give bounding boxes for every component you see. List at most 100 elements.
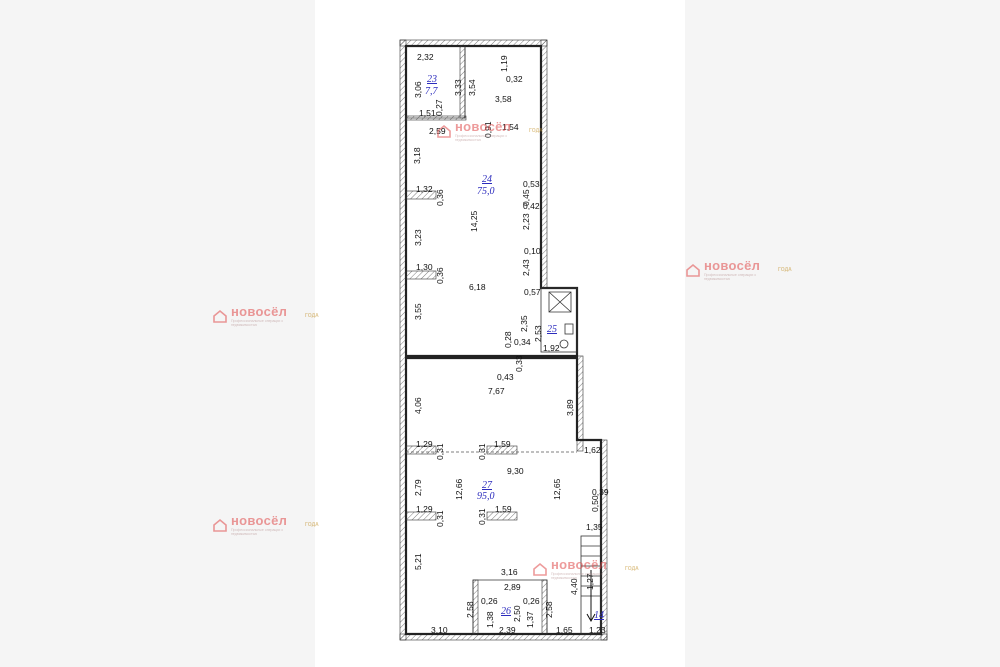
dim: 1,27 (585, 573, 595, 590)
watermark-badge: ГОДА (305, 313, 319, 319)
dim: 9,30 (507, 466, 524, 476)
dim: 3,10 (431, 625, 448, 635)
house-logo-icon (213, 309, 227, 323)
stair-14 (580, 535, 602, 635)
watermark-logo: новосёл Профессиональные операции с недв… (213, 305, 319, 327)
watermark-badge: ГОДА (529, 128, 543, 134)
watermark-brand: новосёл (551, 557, 608, 572)
room-26-id: 26 (501, 606, 511, 617)
dim: 2,58 (544, 601, 554, 618)
dim: 0,31 (477, 508, 487, 525)
dim: 0,32 (506, 74, 523, 84)
dim: 4,06 (413, 397, 423, 414)
room-23-wall-hatch (405, 115, 467, 121)
dim: 0,43 (497, 372, 514, 382)
pillar-4 (405, 511, 437, 521)
house-logo-icon (437, 124, 451, 138)
dim: 12,66 (454, 478, 464, 500)
dim: 12,65 (552, 478, 562, 500)
watermark-brand: новосёл (704, 258, 761, 273)
room-27-area: 95,0 (477, 491, 495, 502)
dim: 1,54 (502, 122, 519, 132)
watermark-logo: новосёл Профессиональные операции с недв… (686, 259, 792, 281)
watermark-badge: ГОДА (625, 566, 639, 572)
dim: 1,92 (543, 343, 560, 353)
dim: 3,16 (501, 567, 518, 577)
dim: 0,26 (523, 596, 540, 606)
dim: 1,37 (525, 611, 535, 628)
dim: 2,58 (465, 601, 475, 618)
room-24-id: 24 (482, 174, 492, 185)
floor-plan-drawing: 23 7,7 24 75,0 25 27 95,0 26 14 2,32 1,1… (399, 39, 609, 641)
dim: 0,26 (481, 596, 498, 606)
watermark-tagline: Профессиональные операции с недвижимость… (551, 572, 604, 580)
dim: 2,39 (499, 625, 516, 635)
dim: 1,62 (584, 445, 601, 455)
watermark-logo: новосёл Профессиональные операции с недв… (213, 514, 319, 536)
dim: 1,38 (485, 611, 495, 628)
dim: 0,42 (523, 201, 540, 211)
dim: 2,35 (519, 315, 529, 332)
watermark-tagline: Профессиональные операции с недвижимость… (231, 319, 284, 327)
dim: 0,31 (477, 443, 487, 460)
room-25-id: 25 (547, 324, 557, 335)
dim: 0,33 (514, 355, 524, 372)
watermark-tagline: Профессиональные операции с недвижимость… (231, 528, 284, 536)
room-26-hatch-r (541, 579, 548, 635)
dim: 0,36 (435, 267, 445, 284)
dim: 1,23 (589, 625, 606, 635)
dim: 2,50 (512, 605, 522, 622)
house-logo-icon (213, 518, 227, 532)
dim: 6,18 (469, 282, 486, 292)
watermark-logo: новосёл Профессиональные операции с недв… (437, 120, 543, 142)
dim: 1,32 (416, 184, 433, 194)
dim: 0,28 (503, 331, 513, 348)
pillar-1 (405, 190, 437, 200)
dim: 1,29 (416, 439, 433, 449)
sink (564, 323, 574, 335)
stair-arrow (586, 570, 596, 623)
dim: 3,06 (413, 81, 423, 98)
dimension-labels: 2,32 1,19 3,06 3,33 3,54 0,32 3,58 1,51 … (412, 52, 609, 635)
dim: 0,31 (435, 443, 445, 460)
dim: 2,43 (521, 259, 531, 276)
watermark-tagline: Профессиональные операции с недвижимость… (455, 134, 508, 142)
room-25-shaft (548, 291, 572, 313)
dim: 1,19 (499, 55, 509, 72)
dim: 0,53 (523, 179, 540, 189)
toilet (559, 339, 569, 349)
pillar-6 (486, 511, 518, 521)
house-logo-icon (533, 562, 547, 576)
watermark-badge: ГОДА (778, 267, 792, 273)
dim: 1,29 (416, 504, 433, 514)
house-logo-icon (686, 263, 700, 277)
room-26-hatch-l (472, 579, 479, 635)
dim: 2,89 (504, 582, 521, 592)
dim: 1,59 (495, 504, 512, 514)
dim: 2,32 (417, 52, 434, 62)
dim: 4,40 (569, 578, 579, 595)
dim: 1,35 (586, 522, 603, 532)
dim: 2,23 (521, 213, 531, 230)
dim: 1,30 (416, 262, 433, 272)
stair-steps (581, 545, 601, 597)
pillar-3 (405, 445, 437, 455)
watermark-brand: новосёл (231, 513, 288, 528)
floor-plan-sheet: 23 7,7 24 75,0 25 27 95,0 26 14 2,32 1,1… (315, 0, 685, 667)
col-1 (459, 45, 466, 119)
room-23-id: 23 (427, 74, 437, 85)
dim: 0,57 (524, 287, 541, 297)
dim: 1,65 (556, 625, 573, 635)
dim: 14,25 (469, 210, 479, 232)
dim: 0,34 (514, 337, 531, 347)
dim: 7,67 (488, 386, 505, 396)
dim: 0,31 (435, 510, 445, 527)
dim: 0,91 (483, 121, 493, 138)
outline-lower (404, 356, 603, 636)
dim: 3,89 (565, 399, 575, 416)
dim: 0,10 (524, 246, 541, 256)
dim: 0,36 (435, 189, 445, 206)
watermark-brand: новосёл (455, 119, 512, 134)
dim: 3,58 (495, 94, 512, 104)
room-23-area: 7,7 (425, 86, 439, 97)
